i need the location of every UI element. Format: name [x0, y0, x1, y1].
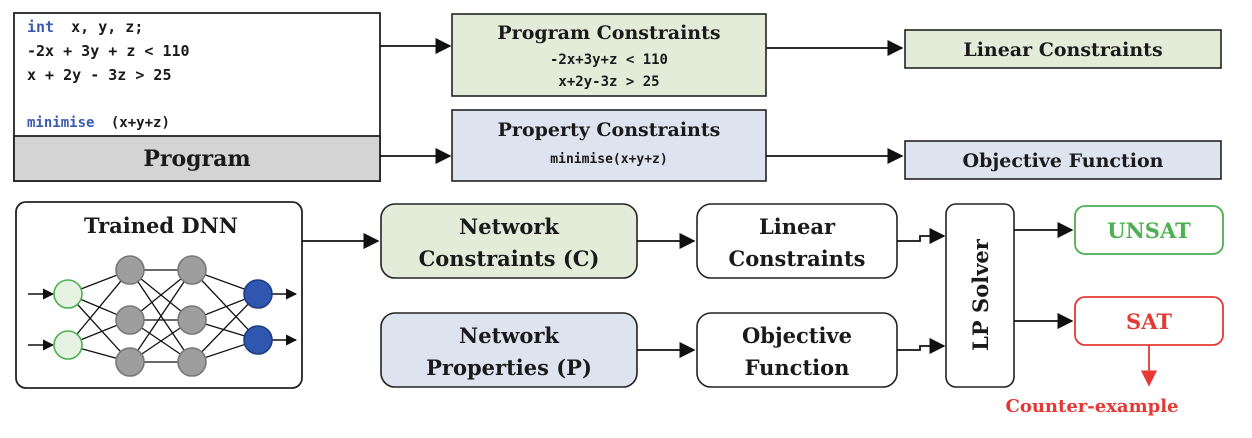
objective-function-bottom-line1: Objective: [742, 323, 852, 348]
svg-text:int x, y, z;: int x, y, z;: [27, 18, 143, 36]
hidden-neuron: [177, 255, 207, 285]
keyword-minimise: minimise: [27, 115, 94, 131]
output-neuron: [243, 279, 273, 309]
property-constraints-box: Property Constraints minimise(x+y+z): [451, 109, 767, 182]
output-neuron: [243, 325, 273, 355]
input-neuron: [53, 279, 83, 309]
sat-box: SAT: [1074, 296, 1224, 346]
linear-constraints-top-label: Linear Constraints: [963, 39, 1162, 61]
nn-edge: [191, 293, 259, 363]
arrow-objective-to-solver: [897, 337, 946, 355]
svg-text:minimise (x+y+z): minimise (x+y+z): [27, 115, 170, 131]
linear-constraints-bottom-box: Linear Constraints: [696, 203, 898, 279]
code-line-2: -2x + 3y + z < 110: [27, 42, 190, 60]
program-constraint-1: -2x+3y+z < 110: [550, 52, 668, 68]
property-constraints-title: Property Constraints: [498, 119, 721, 141]
counter-example-label: Counter-example: [1006, 396, 1179, 417]
keyword-int: int: [27, 18, 54, 36]
nn-edge: [191, 269, 259, 341]
program-box: int x, y, z; -2x + 3y + z < 110 x + 2y -…: [13, 12, 381, 182]
program-constraint-2: x+2y-3z > 25: [558, 74, 659, 90]
objective-function-bottom-line2: Function: [745, 355, 850, 380]
input-neuron: [53, 330, 83, 360]
hidden-neuron: [115, 255, 145, 285]
program-footer: [13, 135, 381, 182]
linear-constraints-top-box: Linear Constraints: [904, 29, 1222, 69]
trained-dnn-title: Trained DNN: [84, 213, 238, 238]
program-constraints-box: Program Constraints -2x+3y+z < 110 x+2y-…: [451, 13, 767, 97]
hidden-neuron: [177, 305, 207, 335]
network-constraints-line2: Constraints (C): [419, 246, 600, 271]
hidden-neuron: [177, 347, 207, 377]
linear-constraints-bottom-line2: Constraints: [729, 246, 866, 271]
network-properties-line2: Properties (P): [426, 355, 592, 380]
network-constraints-line1: Network: [459, 214, 559, 239]
linear-constraints-bottom-line1: Linear: [759, 214, 836, 239]
objective-expr: (x+y+z): [111, 115, 170, 131]
network-constraints-box: Network Constraints (C): [380, 203, 638, 279]
program-label: Program: [143, 146, 250, 172]
hidden-neuron: [115, 347, 145, 377]
sat-label: SAT: [1126, 309, 1172, 334]
objective-function-top-label: Objective Function: [963, 150, 1164, 172]
neural-network-graphic: [28, 255, 298, 377]
property-constraint-line: minimise(x+y+z): [550, 152, 667, 167]
arrow-linear-to-solver: [897, 227, 946, 245]
network-properties-box: Network Properties (P): [380, 312, 638, 388]
code-line-3: x + 2y - 3z > 25: [27, 66, 172, 84]
program-constraints-title: Program Constraints: [497, 22, 720, 44]
unsat-box: UNSAT: [1074, 205, 1224, 255]
nn-edge: [67, 293, 131, 363]
objective-function-bottom-box: Objective Function: [696, 312, 898, 388]
trained-dnn-box: Trained DNN: [15, 201, 303, 389]
objective-function-top-box: Objective Function: [904, 140, 1222, 180]
code-line-1: x, y, z;: [71, 18, 143, 36]
nn-edge: [129, 269, 193, 363]
nn-edge: [67, 269, 131, 346]
unsat-label: UNSAT: [1107, 218, 1191, 243]
lp-solver-label: LP Solver: [968, 238, 993, 351]
lp-solver-box: LP Solver: [945, 203, 1015, 388]
hidden-neuron: [115, 305, 145, 335]
network-properties-line1: Network: [459, 323, 559, 348]
